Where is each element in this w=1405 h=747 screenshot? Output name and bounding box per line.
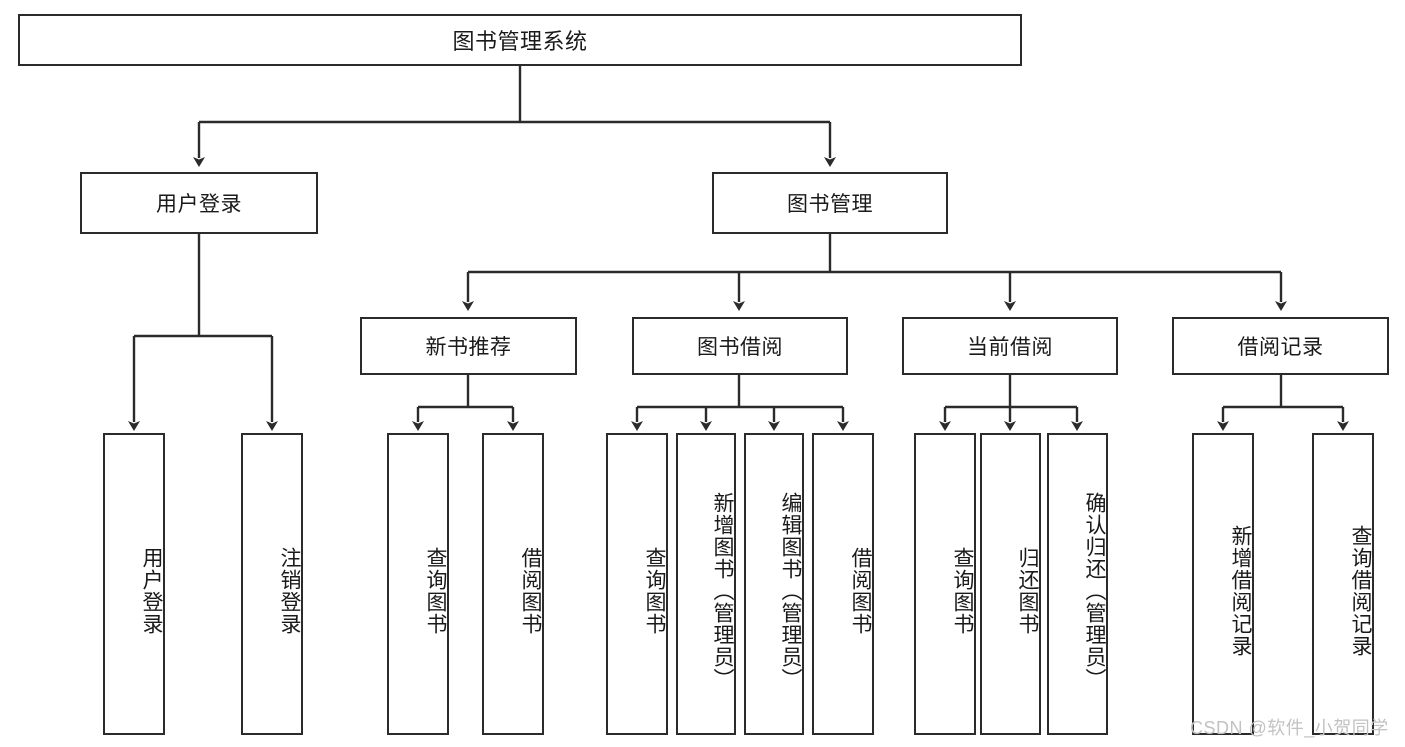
- leaf-user-login-login[interactable]: 用户登录: [103, 433, 165, 735]
- node-label: 确认归还（管理员）: [1083, 492, 1106, 690]
- leaf-borrow-record-query-record[interactable]: 查询借阅记录: [1312, 433, 1374, 735]
- node-book-management[interactable]: 图书管理: [712, 172, 948, 234]
- node-label: 查询借阅记录: [1349, 525, 1372, 657]
- node-new-book-recommend[interactable]: 新书推荐: [360, 317, 577, 375]
- leaf-new-book-query-book[interactable]: 查询图书: [387, 433, 449, 735]
- csdn-watermark: CSDN @软件_小贺同学: [1190, 718, 1389, 738]
- leaf-current-borrow-return-book[interactable]: 归还图书: [980, 433, 1041, 735]
- node-label: 用户登录: [156, 193, 242, 216]
- node-label: 查询图书: [643, 547, 666, 635]
- leaf-borrow-record-add-record[interactable]: 新增借阅记录: [1192, 433, 1254, 735]
- node-label: 归还图书: [1016, 547, 1039, 635]
- leaf-current-borrow-confirm-return-admin[interactable]: 确认归还（管理员）: [1047, 433, 1108, 735]
- node-label: 图书管理: [787, 193, 873, 216]
- node-label: 借阅记录: [1237, 336, 1324, 359]
- node-label: 借阅图书: [519, 547, 542, 635]
- node-user-login[interactable]: 用户登录: [80, 172, 318, 234]
- node-label: 新书推荐: [425, 336, 512, 359]
- leaf-book-borrow-query-book[interactable]: 查询图书: [606, 433, 668, 735]
- node-label: 查询图书: [424, 547, 447, 635]
- node-label: 图书管理系统: [452, 29, 588, 54]
- leaf-book-borrow-edit-book-admin[interactable]: 编辑图书（管理员）: [744, 433, 804, 735]
- node-current-borrow[interactable]: 当前借阅: [902, 317, 1118, 375]
- node-label: 编辑图书（管理员）: [779, 492, 802, 690]
- node-label: 查询图书: [951, 547, 974, 635]
- leaf-new-book-borrow-book[interactable]: 借阅图书: [482, 433, 544, 735]
- leaf-current-borrow-query-book[interactable]: 查询图书: [914, 433, 976, 735]
- node-label: 借阅图书: [849, 547, 872, 635]
- leaf-user-login-logout[interactable]: 注销登录: [241, 433, 303, 735]
- node-label: 新增借阅记录: [1229, 525, 1252, 657]
- node-label: 新增图书（管理员）: [711, 492, 734, 690]
- node-label: 用户登录: [140, 547, 163, 635]
- leaf-book-borrow-borrow-book[interactable]: 借阅图书: [812, 433, 874, 735]
- node-book-borrow[interactable]: 图书借阅: [632, 317, 848, 375]
- leaf-book-borrow-add-book-admin[interactable]: 新增图书（管理员）: [676, 433, 736, 735]
- node-root-book-management-system[interactable]: 图书管理系统: [18, 14, 1022, 66]
- node-label: 图书借阅: [697, 336, 783, 359]
- node-borrow-record[interactable]: 借阅记录: [1172, 317, 1389, 375]
- node-label: 注销登录: [278, 547, 301, 635]
- node-label: 当前借阅: [967, 336, 1053, 359]
